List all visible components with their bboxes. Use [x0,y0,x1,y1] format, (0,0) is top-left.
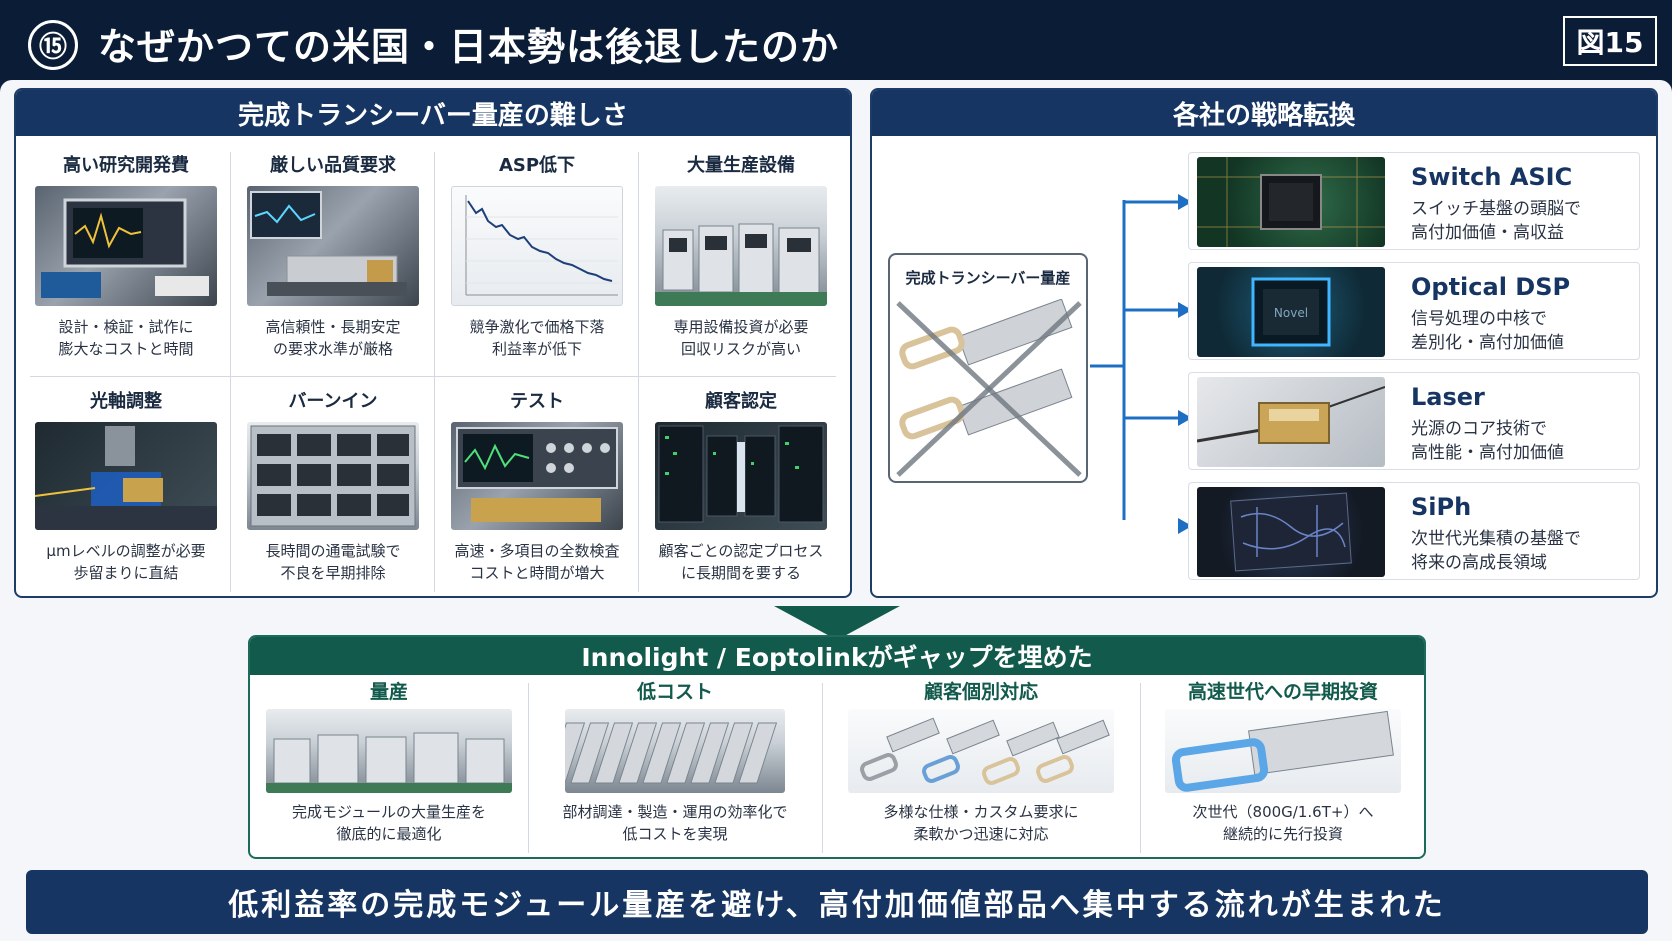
gap-cell-title: 低コスト [636,681,713,703]
strategy-title: Switch ASIC [1411,163,1573,191]
strategy-connector-arrows [1090,194,1192,520]
cell-desc-line1: 長時間の通電試験で [265,542,401,560]
strategy-panel-title: 各社の戦略転換 [872,90,1656,136]
gap-cell-early-investment: 高速世代への早期投資 次世代（800G/1.6T+）へ継続的に先行投資 [1140,675,1424,845]
cell-desc-line2: 利益率が低下 [491,340,582,358]
optical-alignment-image [35,422,217,530]
optical-dsp-chip-image: Novel [1197,267,1385,357]
gap-cell-mass-production: 量産 完成モジュールの大量生産を徹底的に最適化 [250,675,528,845]
strategy-card-laser: Laser 光源のコア技術で高性能・高付加価値 [1188,372,1640,470]
title-bar: ⑮ なぜかつての米国・日本勢は後退したのか 図15 [0,0,1672,80]
difficulty-cell-qualification: 顧客認定 顧客ごとの認定プロセスに長期間を要する [642,388,840,584]
strategy-title: Laser [1411,383,1485,411]
difficulty-cell-alignment: 光軸調整 μmレベルの調整が必要歩留まりに直結 [26,388,226,584]
arrow-head-siph [1178,518,1192,534]
down-arrow-triangle [774,606,900,640]
difficulty-cell-burnin: バーンイン 長時間の通電試験で不良を早期排除 [234,388,432,584]
strategy-card-switch-asic: Switch ASIC スイッチ基盤の頭脳で高付加価値・高収益 [1188,152,1640,250]
cell-title: 顧客認定 [705,391,777,412]
difficulty-cell-asp: ASP低下 競争激化で価格下落利益率が低下 [438,152,636,360]
cell-title: バーンイン [288,391,378,412]
gap-cell-title: 量産 [369,681,408,703]
gap-cell-desc-line2: 継続的に先行投資 [1222,825,1343,843]
test-equipment-image [451,422,623,530]
strategy-desc-line2: 差別化・高付加価値 [1411,333,1564,353]
asp-decline-chart-image [451,186,623,306]
gap-cell-title: 顧客個別対応 [923,681,1038,703]
gap-cell-desc-line1: 完成モジュールの大量生産を [292,803,486,821]
strategy-desc-line1: 光源のコア技術で [1411,419,1547,439]
gap-cell-customization: 顧客個別対応 多様な仕様・カスタム要求に柔軟かつ迅速に対応 [822,675,1140,845]
cell-desc-line1: 高信頼性・長期安定 [265,318,401,336]
cell-title: 厳しい品質要求 [270,155,396,176]
cell-title: 高い研究開発費 [63,155,189,176]
strategy-desc-line2: 高付加価値・高収益 [1411,223,1564,243]
next-gen-module-image [1165,709,1401,793]
burn-in-rack-image [247,422,419,530]
cell-title: 大量生産設備 [687,155,795,176]
figure-tag: 図15 [1563,16,1657,66]
gap-cell-low-cost: 低コスト 部材調達・製造・運用の効率化で低コストを実現 [528,675,822,845]
strategy-desc-line2: 将来の高成長領域 [1411,553,1547,573]
difficulty-cell-test: テスト 高速・多項目の全数検査コストと時間が増大 [438,388,636,584]
difficulty-cell-quality: 厳しい品質要求 高信頼性・長期安定の要求水準が厳格 [234,152,432,360]
strategy-desc-line1: 次世代光集積の基盤で [1411,529,1581,549]
cell-desc-line1: 設計・検証・試作に [58,318,194,336]
dsp-chip-label: Novel [1274,306,1308,320]
siph-chip-image [1197,487,1385,577]
cell-desc-line2: の要求水準が厳格 [272,340,393,358]
cell-desc-line1: 専用設備投資が必要 [673,318,809,336]
gap-filler-panel: Innolight / Eoptolinkがギャップを埋めた 量産 完成モジュー… [248,635,1426,859]
factory-equipment-image [655,186,827,306]
cell-desc-line2: 不良を早期排除 [280,564,386,582]
mass-production-line-image [266,709,512,793]
cell-desc-line1: μmレベルの調整が必要 [46,542,206,560]
cell-title: テスト [510,391,564,412]
cell-title: ASP低下 [498,155,576,176]
transceiver-test-image [247,186,419,306]
switch-asic-chip-image [1197,157,1385,247]
gap-cell-desc-line1: 次世代（800G/1.6T+）へ [1192,803,1374,821]
strategy-desc-line1: 信号処理の中核で [1411,309,1547,329]
cell-desc-line2: 回収リスクが高い [680,340,801,358]
cell-desc-line1: 顧客ごとの認定プロセス [658,542,824,560]
difficulty-panel: 完成トランシーバー量産の難しさ 高い研究開発費 設計・検証・試作に膨大なコストと… [14,88,852,598]
cell-desc-line1: 競争激化で価格下落 [469,318,605,336]
strategy-card-siph: SiPh 次世代光集積の基盤で将来の高成長領域 [1188,482,1640,580]
strategy-title: SiPh [1411,493,1472,521]
cell-desc-line2: 膨大なコストと時間 [58,340,194,358]
laser-module-image [1197,377,1385,467]
gap-filler-panel-title: Innolight / Eoptolinkがギャップを埋めた [250,637,1424,675]
cell-desc-line2: コストと時間が増大 [469,564,605,582]
cell-title: 光軸調整 [90,391,162,412]
gap-cell-desc-line2: 柔軟かつ迅速に対応 [913,825,1049,843]
gap-cell-desc-line2: 徹底的に最適化 [336,825,442,843]
difficulty-panel-title: 完成トランシーバー量産の難しさ [16,90,850,136]
difficulty-cell-rnd: 高い研究開発費 設計・検証・試作に膨大なコストと時間 [26,152,226,360]
datacenter-image [655,422,827,530]
cell-desc-line2: に長期間を要する [680,564,801,582]
gap-cell-desc-line2: 低コストを実現 [622,825,728,843]
assorted-transceivers-image [848,709,1114,793]
strategy-desc-line1: スイッチ基盤の頭脳で [1411,199,1581,219]
cell-desc-line2: 歩留まりに直結 [73,564,179,582]
slide-number-badge: ⑮ [28,20,78,70]
module-tray-image [565,709,785,793]
strategy-title: Optical DSP [1411,273,1571,301]
oscilloscope-image [35,186,217,306]
cell-desc-line1: 高速・多項目の全数検査 [454,542,620,560]
conclusion-banner: 低利益率の完成モジュール量産を避け、高付加価値部品へ集中する流れが生まれた [26,870,1648,934]
difficulty-cell-equipment: 大量生産設備 専用設備投資が必要回収リスクが高い [642,152,840,360]
strategy-card-optical-dsp: Novel Optical DSP 信号処理の中核で差別化・高付加価値 [1188,262,1640,360]
source-transceiver-box: 完成トランシーバー量産 [888,253,1088,483]
crossed-transceiver-icon [896,299,1082,477]
gap-cell-desc-line1: 部材調達・製造・運用の効率化で [562,803,788,821]
gap-cell-desc-line1: 多様な仕様・カスタム要求に [883,803,1079,821]
strategy-desc-line2: 高性能・高付加価値 [1411,443,1564,463]
page-title: なぜかつての米国・日本勢は後退したのか [98,25,840,69]
gap-cell-title: 高速世代への早期投資 [1187,681,1378,703]
source-transceiver-label: 完成トランシーバー量産 [905,269,1071,287]
